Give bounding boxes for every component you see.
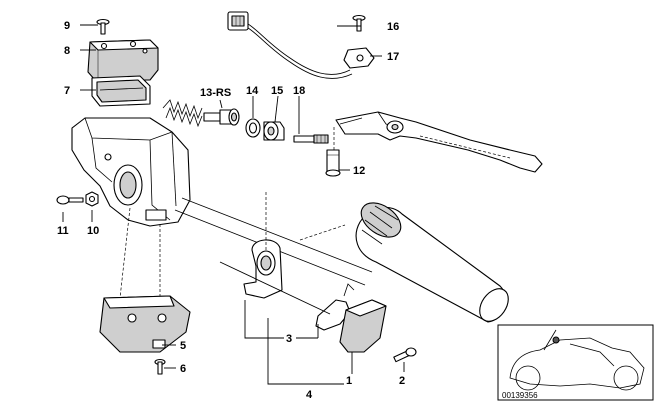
clamp-bracket-3 xyxy=(219,239,355,331)
bush-15 xyxy=(263,121,285,141)
brake-light-switch-17 xyxy=(227,11,375,79)
figure-id: 00139356 xyxy=(502,391,538,400)
callout-6: 6 xyxy=(180,363,186,375)
callout-2: 2 xyxy=(399,375,405,387)
callout-13rs: 13-RS xyxy=(200,87,231,99)
callout-14: 14 xyxy=(246,85,259,97)
callout-18: 18 xyxy=(293,85,305,97)
callout-17: 17 xyxy=(387,51,399,63)
callout-7: 7 xyxy=(64,85,70,97)
callout-10: 10 xyxy=(87,225,99,237)
callout-labels: 9 8 7 13-RS 14 15 18 16 17 12 11 10 5 6 … xyxy=(57,20,538,401)
callout-5: 5 xyxy=(180,340,186,352)
leader-lines xyxy=(62,24,405,385)
clamp-half-1 xyxy=(339,299,387,353)
callout-9: 9 xyxy=(64,20,70,32)
master-cylinder-body xyxy=(71,117,191,227)
callout-1: 1 xyxy=(346,375,352,387)
screw-9 xyxy=(96,18,110,35)
callout-16: 16 xyxy=(387,21,399,33)
screw-11 xyxy=(56,195,84,205)
pivot-bolt-12 xyxy=(325,149,341,177)
callout-15: 15 xyxy=(271,85,283,97)
brake-lever xyxy=(335,111,543,173)
diaphragm-7 xyxy=(91,75,151,107)
screw-6 xyxy=(154,358,166,375)
callout-11: 11 xyxy=(57,225,69,237)
handlebar-grip xyxy=(355,202,509,323)
nut-10 xyxy=(85,191,99,207)
screw-16 xyxy=(352,14,366,32)
screw-2 xyxy=(393,347,417,363)
callout-8: 8 xyxy=(64,45,70,57)
callout-3: 3 xyxy=(286,333,292,345)
callout-4: 4 xyxy=(306,389,313,401)
seal-ring-14 xyxy=(245,118,261,138)
piston-13rs xyxy=(162,99,240,128)
callout-12: 12 xyxy=(353,165,365,177)
reservoir-cover-8 xyxy=(87,39,159,81)
assembly-guides xyxy=(119,126,346,299)
thumbnail-motorcycle xyxy=(497,324,654,401)
push-rod-18 xyxy=(293,134,329,144)
bracket-5 xyxy=(99,295,191,353)
